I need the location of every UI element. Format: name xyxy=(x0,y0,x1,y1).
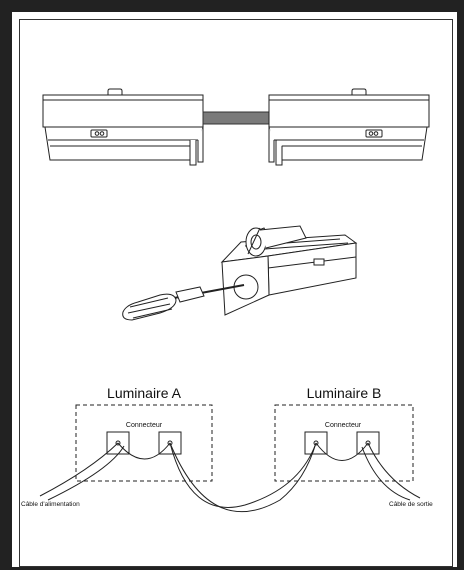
screwdriver xyxy=(122,284,245,321)
output-cable-label: Câble de sortie xyxy=(389,501,433,508)
frame-left xyxy=(0,0,12,570)
frame-bottom xyxy=(0,567,464,570)
housing-clip xyxy=(313,258,325,266)
connector-b-label: Connecteur xyxy=(325,422,362,429)
right-luminaire xyxy=(268,88,430,166)
power-cable-label: Câble d'alimentation xyxy=(21,501,80,508)
joined-luminaires-figure xyxy=(42,88,430,166)
screwdriver-figure xyxy=(122,225,358,321)
luminaire-b-box xyxy=(274,404,414,482)
frame-top xyxy=(0,0,464,12)
left-luminaire xyxy=(42,88,204,166)
connector-a-label: Connecteur xyxy=(126,422,163,429)
luminaire-a-box xyxy=(75,404,213,482)
luminaire-a-label: Luminaire A xyxy=(107,385,182,401)
wiring-figure: Luminaire A Connecteur Luminaire B Conne… xyxy=(21,385,433,513)
cables xyxy=(39,442,421,513)
luminaire-b-label: Luminaire B xyxy=(307,385,382,401)
frame-right xyxy=(457,0,464,570)
connector-tube xyxy=(202,111,270,125)
